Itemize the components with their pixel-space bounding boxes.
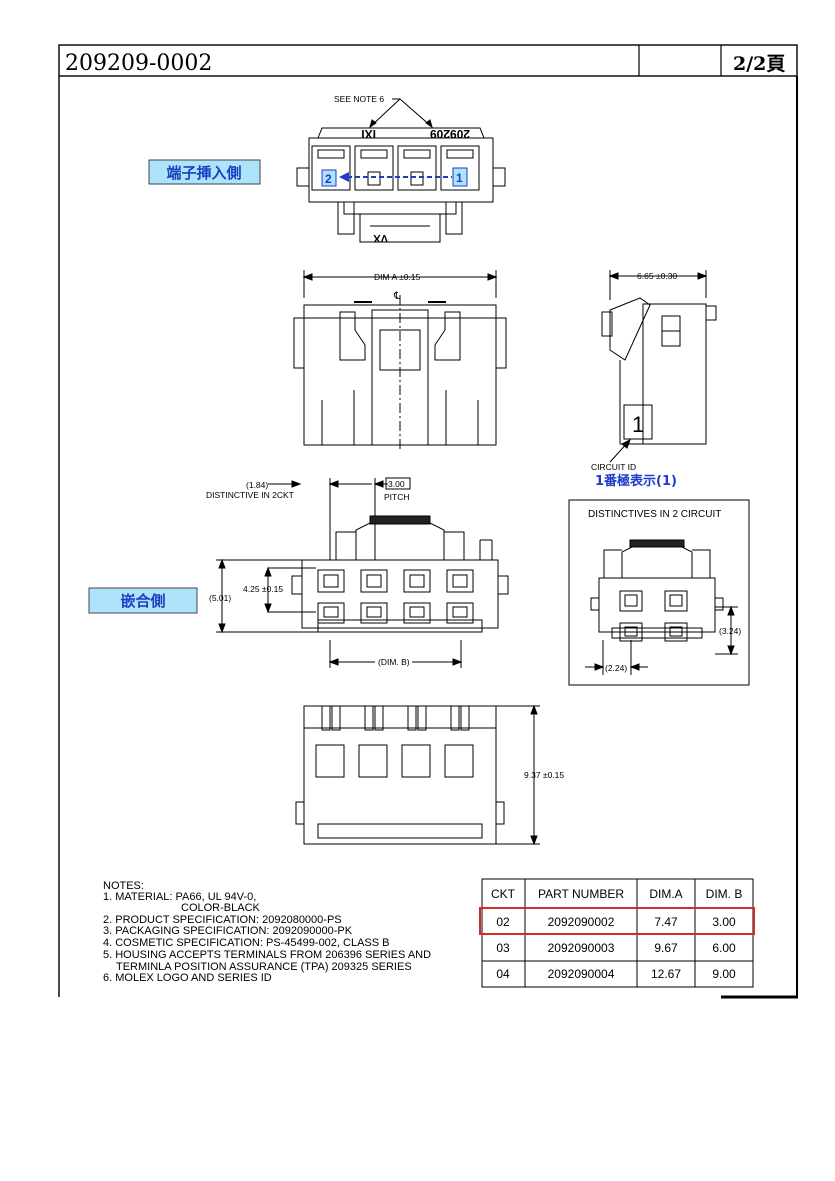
circuit-id-japanese: 1番極表示(1)	[595, 473, 677, 489]
note-line: 3. PACKAGING SPECIFICATION: 2092090000-P…	[103, 925, 353, 937]
table-cell: 2092090002	[548, 915, 615, 929]
table-cell: 02	[496, 915, 510, 929]
note-line: COLOR-BLACK	[181, 902, 261, 914]
distinctive-label: DISTINCTIVE IN 2CKT	[206, 490, 294, 500]
page-indicator: 2/2頁	[733, 53, 785, 75]
centerline-symbol: ℄	[393, 291, 401, 302]
table-header: PART NUMBER	[538, 887, 624, 901]
top-view: SEE NOTE 6 IXI 209209 VX	[296, 94, 506, 244]
distinctive-value: (1.84)	[246, 480, 268, 490]
see-note-label: SEE NOTE 6	[334, 94, 384, 104]
table-cell: 03	[496, 941, 510, 955]
dim-a-label: DIM A ±0.15	[374, 272, 421, 282]
terminal-insert-side-badge: 端子挿入側	[148, 159, 261, 185]
front-view: DIM A ±0.15 ℄	[293, 270, 507, 450]
note-line: TERMINLA POSITION ASSURANCE (TPA) 209325…	[116, 961, 412, 973]
table-cell: 2092090004	[548, 967, 615, 981]
mating-side-label: 嵌合側	[120, 592, 165, 610]
sheet-frame	[58, 44, 798, 999]
height-inner-dim: 4.25 ±0.15	[243, 584, 283, 594]
notes-title: NOTES:	[103, 880, 144, 892]
part-number-table: CKT PART NUMBER DIM.A DIM. B 02 20920900…	[479, 878, 755, 988]
table-cell: 2092090003	[548, 941, 615, 955]
table-cell: 12.67	[651, 967, 681, 981]
circuit-direction: 2 1	[321, 167, 468, 187]
side-view: 6.65 ±0.30 1	[601, 270, 717, 463]
table-header: CKT	[491, 887, 516, 901]
table-header: DIM. B	[706, 887, 743, 901]
ix-mark: IXI	[361, 127, 376, 141]
mating-side-badge: 嵌合側	[88, 587, 198, 614]
note-line: 1. MATERIAL: PA66, UL 94V-0,	[103, 891, 256, 903]
depth-dim-label: 9.37 ±0.15	[524, 770, 564, 780]
dim-b-label: (DIM. B)	[378, 657, 410, 667]
inset-title: DISTINCTIVES IN 2 CIRCUIT	[588, 509, 721, 520]
note-line: 6. MOLEX LOGO AND SERIES ID	[103, 972, 272, 984]
table-cell: 04	[496, 967, 510, 981]
table-cell: 9.67	[654, 941, 678, 955]
pin-2-label: 2	[325, 172, 332, 186]
mirror-series-text: 209209	[430, 127, 470, 141]
circuit-id-digit: 1	[632, 412, 644, 437]
inset-vertical-dim: (3.24)	[719, 626, 741, 636]
table-cell: 3.00	[712, 915, 736, 929]
vx-mark: VX	[373, 232, 388, 244]
mating-face-view: (1.84) DISTINCTIVE IN 2CKT 3.00 PITCH	[206, 477, 509, 668]
notes-block: NOTES: 1. MATERIAL: PA66, UL 94V-0, COLO…	[103, 880, 431, 984]
table-cell: 6.00	[712, 941, 736, 955]
bottom-view: 9.37 ±0.15	[295, 704, 564, 846]
pitch-value: 3.00	[388, 479, 405, 489]
terminal-insert-side-label: 端子挿入側	[166, 164, 241, 182]
table-cell: 7.47	[654, 915, 678, 929]
note-line: 4. COSMETIC SPECIFICATION: PS-45499-002,…	[103, 937, 390, 949]
inset-2-circuit: DISTINCTIVES IN 2 CIRCUIT (3.24) (2.24)	[568, 499, 750, 686]
pin-1-label: 1	[456, 171, 463, 185]
circuit-id-label: CIRCUIT ID	[591, 462, 636, 472]
highlighted-row-outline	[479, 907, 755, 935]
table-cell: 9.00	[712, 967, 736, 981]
note-line: 2. PRODUCT SPECIFICATION: 2092080000-PS	[103, 914, 342, 926]
side-width-label: 6.65 ±0.30	[637, 271, 677, 281]
note-line: 5. HOUSING ACCEPTS TERMINALS FROM 206396…	[103, 949, 431, 961]
height-outer-dim: (5.01)	[209, 593, 231, 603]
table-header: DIM.A	[649, 887, 682, 901]
inset-horizontal-dim: (2.24)	[605, 663, 627, 673]
pitch-label: PITCH	[384, 492, 410, 502]
drawing-number: 209209-0002	[65, 51, 212, 76]
